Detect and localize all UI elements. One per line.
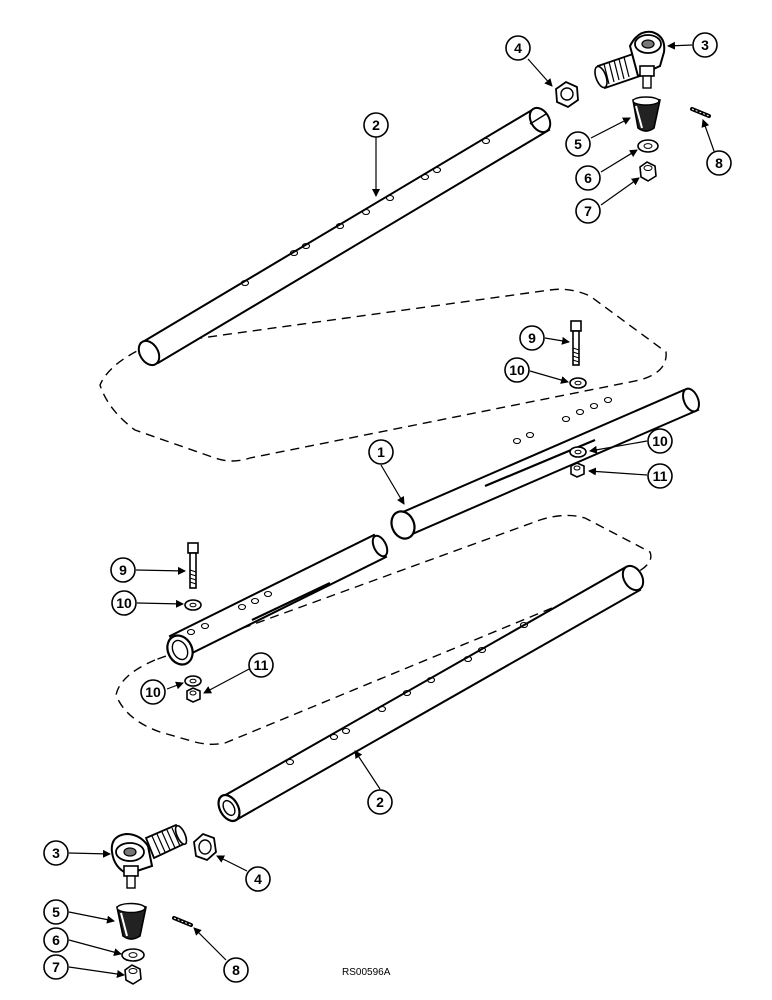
callout-number: 7 — [584, 203, 592, 219]
callout-circle — [706, 150, 732, 176]
callout-9: 9 — [519, 325, 545, 351]
callout-10: 10 — [504, 357, 530, 383]
callout-number: 3 — [701, 37, 709, 53]
center-sleeve-left-half — [166, 533, 389, 666]
washer-upper-bottom — [569, 446, 587, 458]
callout-circle — [367, 789, 393, 815]
callout-circle — [505, 35, 531, 61]
callout-9: 9 — [110, 557, 136, 583]
callout-number: 6 — [52, 932, 60, 948]
callout-number: 11 — [254, 657, 269, 673]
upper-assembly-dashed-outline — [99, 288, 667, 462]
callout-number: 10 — [116, 595, 132, 611]
jam-nut-lower — [193, 832, 217, 862]
callout-4: 4 — [505, 35, 531, 61]
callout-4: 4 — [245, 866, 271, 892]
callout-number: 8 — [715, 155, 723, 171]
callout-6: 6 — [43, 927, 69, 953]
callout-number: 10 — [145, 684, 161, 700]
callout-circle — [223, 957, 249, 983]
callout-number: 4 — [254, 871, 262, 887]
callout-8: 8 — [706, 150, 732, 176]
callout-number: 8 — [232, 962, 240, 978]
callout-circle — [647, 428, 673, 454]
callout-6: 6 — [575, 165, 601, 191]
callout-circle — [111, 590, 137, 616]
callout-circle — [565, 131, 591, 157]
callout-circle — [504, 357, 530, 383]
washer-boot-lower — [121, 948, 145, 962]
callout-5: 5 — [565, 131, 591, 157]
jam-nut-upper — [555, 80, 579, 109]
clamp-bolt-lower — [187, 542, 199, 589]
callout-number: 2 — [376, 794, 384, 810]
callout-10: 10 — [140, 679, 166, 705]
cotter-pin-lower — [172, 916, 193, 927]
callout-circle — [43, 954, 69, 980]
callout-circle — [43, 927, 69, 953]
callout-circle — [245, 866, 271, 892]
washer-lower-top — [184, 599, 202, 611]
callout-number: 11 — [653, 468, 668, 484]
callout-circle — [43, 899, 69, 925]
callout-number: 9 — [119, 562, 127, 578]
figure-reference-code: RS00596A — [342, 967, 391, 978]
callout-number: 4 — [514, 40, 522, 56]
callout-11: 11 — [647, 463, 673, 489]
lower-tie-rod-tube — [217, 564, 645, 823]
callout-10: 10 — [647, 428, 673, 454]
callout-circle — [363, 112, 389, 138]
tie-rod-end-upper — [594, 30, 666, 90]
callout-8: 8 — [223, 957, 249, 983]
washer-lower-bottom — [184, 675, 202, 687]
lower-assembly-dashed-outline — [115, 514, 652, 745]
callout-number: 6 — [584, 170, 592, 186]
callout-7: 7 — [43, 954, 69, 980]
callout-circle — [110, 557, 136, 583]
callout-circle — [692, 32, 718, 58]
lock-nut-lower — [186, 687, 201, 703]
callout-circle — [575, 198, 601, 224]
callout-2: 2 — [367, 789, 393, 815]
leader-lines — [68, 41, 715, 978]
callout-10: 10 — [111, 590, 137, 616]
lock-nut-upper — [570, 462, 585, 478]
callout-3: 3 — [43, 840, 69, 866]
callout-number: 2 — [372, 117, 380, 133]
callout-2: 2 — [363, 112, 389, 138]
clamp-bolt-upper — [570, 320, 582, 366]
callout-7: 7 — [575, 198, 601, 224]
callout-circle — [248, 652, 274, 678]
castle-nut-lower — [124, 964, 142, 985]
callout-3: 3 — [692, 32, 718, 58]
upper-tie-rod-tube — [137, 106, 552, 367]
callout-number: 5 — [52, 904, 60, 920]
callout-1: 1 — [368, 439, 394, 465]
callout-circle — [519, 325, 545, 351]
cotter-pin-upper — [690, 107, 711, 118]
callout-number: 5 — [574, 136, 582, 152]
castle-nut-upper — [639, 161, 657, 182]
callout-number: 7 — [52, 959, 60, 975]
callout-circle — [140, 679, 166, 705]
callout-number: 10 — [509, 362, 525, 378]
callout-number: 3 — [52, 845, 60, 861]
callout-5: 5 — [43, 899, 69, 925]
washer-boot-upper — [637, 139, 659, 153]
callout-circle — [647, 463, 673, 489]
center-sleeve-right-half — [390, 387, 700, 540]
callout-number: 9 — [528, 330, 536, 346]
callout-number: 10 — [652, 433, 668, 449]
dust-boot-lower — [116, 902, 147, 940]
callout-circle — [43, 840, 69, 866]
callout-circle — [575, 165, 601, 191]
callout-number: 1 — [377, 444, 385, 460]
washer-upper-top — [569, 377, 587, 389]
callout-circle — [368, 439, 394, 465]
dust-boot-upper — [632, 96, 661, 132]
callout-11: 11 — [248, 652, 274, 678]
tie-rod-end-lower — [110, 823, 188, 889]
